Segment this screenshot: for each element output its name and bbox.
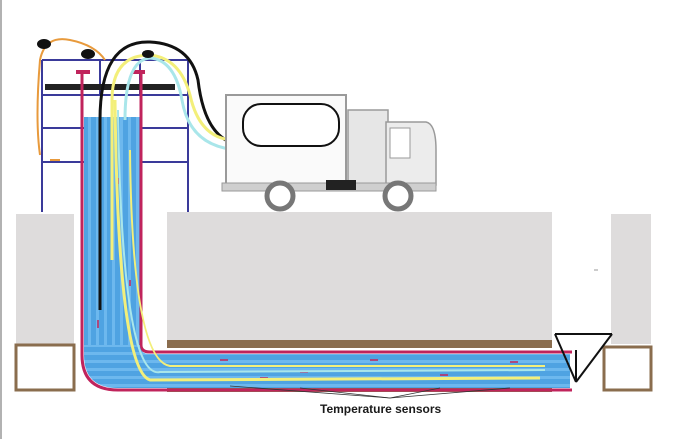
- truck-wheel-rear: [264, 180, 296, 212]
- pipe-end-frame: [554, 333, 613, 383]
- cable-reel-left: [37, 39, 51, 49]
- soil-layer-right: [602, 345, 653, 392]
- soil-layer-left: [14, 343, 76, 392]
- ground-block-left: [16, 214, 74, 344]
- truck-tank: [242, 103, 340, 147]
- cable-reel-right: [81, 49, 95, 59]
- cable-black: [98, 40, 330, 310]
- truck-middle-section: [347, 109, 389, 187]
- truck-wheel-front: [382, 180, 414, 212]
- sensor-arrows: [229, 385, 511, 399]
- truck: [221, 94, 437, 212]
- cable-yellow-run: [129, 149, 545, 367]
- cable-yellow: [110, 53, 541, 382]
- cable-reel-top: [142, 50, 154, 58]
- scaffold-platform: [45, 84, 175, 90]
- pipe-inner-wall: [139, 72, 572, 354]
- temperature-sensors-caption: Temperature sensors: [320, 402, 442, 416]
- soil-strip-top: [167, 340, 552, 348]
- cable-cyan-run: [117, 109, 546, 374]
- pipe-outer-wall: [80, 72, 572, 392]
- pipe-cap-right: [133, 70, 145, 74]
- ground-block-center: [167, 212, 552, 344]
- truck-step: [326, 180, 356, 190]
- ground-block-right: [611, 214, 651, 344]
- truck-window: [389, 127, 411, 159]
- cable-cyan: [123, 56, 241, 152]
